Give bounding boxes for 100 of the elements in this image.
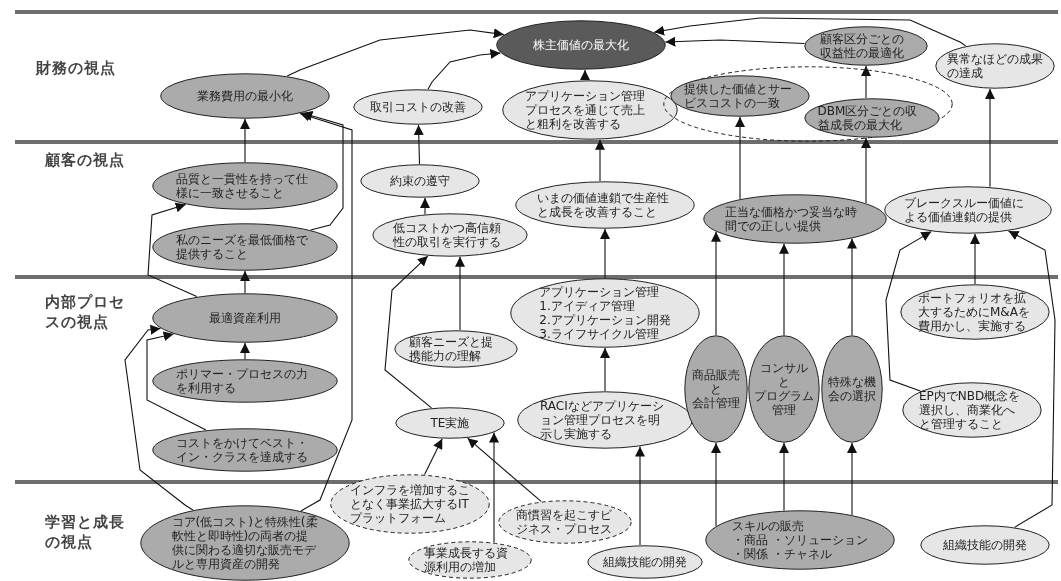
objective-text: 2.アプリケーション開発 xyxy=(539,313,671,327)
objective-text: 会計管理 xyxy=(692,396,740,410)
arrow xyxy=(147,202,198,298)
arrow xyxy=(240,270,250,294)
arrow xyxy=(861,65,871,99)
objective-text: 組織技能の開発 xyxy=(943,538,1027,552)
arrow xyxy=(420,197,430,215)
objective-ellipse xyxy=(705,510,895,570)
objective-text: スキルの販売 xyxy=(732,519,806,533)
arrow xyxy=(970,233,980,285)
objective-ellipse xyxy=(900,284,1050,340)
objective-ellipse xyxy=(515,181,695,229)
objective-ellipse xyxy=(510,278,700,348)
objective-text: コア(低コスト)と特殊性(柔軟性と即時性)の両者の提供に関わる適切な販売モデルと専用資産の開発 xyxy=(171,515,319,571)
arrow xyxy=(711,442,721,527)
objective-ellipse xyxy=(920,525,1050,565)
objective-ellipse xyxy=(587,545,703,579)
objective-text: 顧客区分ごとの収益性の最適化 xyxy=(820,32,905,60)
arrow xyxy=(885,231,932,392)
arrow xyxy=(664,36,806,47)
perspective-label: 顧客の視点 xyxy=(45,150,126,170)
objective-ellipse xyxy=(748,335,820,443)
arrow xyxy=(595,139,605,182)
arrow xyxy=(146,331,207,431)
arrow xyxy=(600,228,610,279)
objective-text: 業務費用の最小化 xyxy=(197,89,293,103)
arrow xyxy=(240,118,250,163)
objective-ellipse xyxy=(804,26,928,66)
arrow xyxy=(600,347,610,392)
arrow xyxy=(1007,230,1056,528)
arrow xyxy=(653,17,967,47)
objective-text: アプリケーション管理 xyxy=(539,285,661,299)
arrow xyxy=(847,442,857,516)
objective-text: 3.ライフサイクル管理 xyxy=(539,327,660,341)
objective-text: 組織技能の開発 xyxy=(603,555,687,569)
objective-ellipse xyxy=(684,335,748,443)
arrow xyxy=(467,437,542,502)
objective-text: 特殊な機会の選択 xyxy=(827,375,877,403)
arrow xyxy=(580,69,590,81)
arrow xyxy=(985,88,995,188)
objective-text: 最適資産利用 xyxy=(209,311,281,325)
objective-ellipse xyxy=(821,335,883,443)
perspective-label: 内部プロセスの視点 xyxy=(45,292,126,332)
objective-ellipse xyxy=(360,164,480,198)
objective-text: ブレークスルー価値による価値連鎖の提供 xyxy=(904,196,1025,224)
objective-text: コンサル xyxy=(759,361,809,375)
arrow xyxy=(299,111,353,512)
objective-ellipse xyxy=(670,75,810,117)
objective-ellipse xyxy=(152,359,338,403)
objective-ellipse xyxy=(394,330,518,368)
objective-ellipse xyxy=(160,73,330,119)
arrow xyxy=(240,342,250,360)
objective-text: 株主価値の最大化 xyxy=(533,38,629,52)
objective-ellipse xyxy=(703,194,887,244)
arrow xyxy=(779,243,789,336)
objective-ellipse xyxy=(140,505,350,581)
objective-ellipse xyxy=(498,500,632,544)
objective-text: 私のニーズを最低価格で提供すること xyxy=(176,233,309,261)
arrow xyxy=(413,124,424,165)
arrow xyxy=(124,324,194,511)
objective-ellipse xyxy=(502,80,678,140)
objective-text: コストをかけてベスト・イン・クラスを達成する xyxy=(176,436,309,464)
objective-text: 顧客ニーズと提携能力の理解 xyxy=(409,335,494,363)
objective-text: 正当な価格かつ妥当な時間での正しい提供 xyxy=(725,205,858,233)
objective-ellipse xyxy=(353,89,483,125)
arrow xyxy=(861,137,871,204)
objective-text: インフラを増加することなく事業拡大するITプラットフォーム xyxy=(350,483,470,525)
objective-text: いまの価値連鎖で生産性と成長を改善すること xyxy=(536,191,670,219)
objective-text: プログラム管理 xyxy=(753,389,815,417)
objective-text: と xyxy=(777,375,791,389)
objective-ellipse xyxy=(152,162,338,210)
objective-ellipse xyxy=(935,43,1055,89)
objective-text: 異常なほどの成果の達成 xyxy=(947,52,1043,80)
objective-text: ・商品 ・ソリューション xyxy=(732,533,868,547)
objective-ellipse xyxy=(372,213,528,257)
arrow xyxy=(455,256,465,331)
objective-ellipse xyxy=(408,541,532,579)
arrow xyxy=(779,442,789,511)
arrow xyxy=(847,238,857,336)
objective-text: 1.アイディア管理 xyxy=(539,299,636,313)
objective-text: ポリマー・プロセスの力を利用する xyxy=(176,367,309,395)
objective-ellipse xyxy=(152,293,338,343)
objective-text: 品質と一貫性を持って仕様に一致させること xyxy=(176,172,309,200)
objective-text: EP内でNBD概念を選択し、商業化へと管理すること xyxy=(919,389,1022,431)
objective-ellipse xyxy=(884,186,1052,234)
arrow xyxy=(427,49,501,90)
objective-text: ・関係 ・チャネル xyxy=(732,547,833,561)
objective-ellipse xyxy=(804,98,940,138)
objective-ellipse xyxy=(152,223,338,271)
objective-text: 事業成長する資源利用の増加 xyxy=(424,546,509,574)
arrow xyxy=(711,231,721,336)
objective-text: RACIなどアプリケーション管理プロセスを明示し実施する xyxy=(540,399,665,441)
perspective-label: 財務の視点 xyxy=(36,58,117,78)
objective-text: ポートフォリオを拡大するためにM&Aを費用かし、実施する xyxy=(918,291,1031,333)
objective-text: 商品販売 xyxy=(692,368,740,382)
objective-ellipse xyxy=(395,407,505,439)
arrow xyxy=(424,438,443,476)
arrow xyxy=(286,28,505,77)
objective-text: TE実施 xyxy=(430,416,470,430)
arrow xyxy=(635,446,645,546)
